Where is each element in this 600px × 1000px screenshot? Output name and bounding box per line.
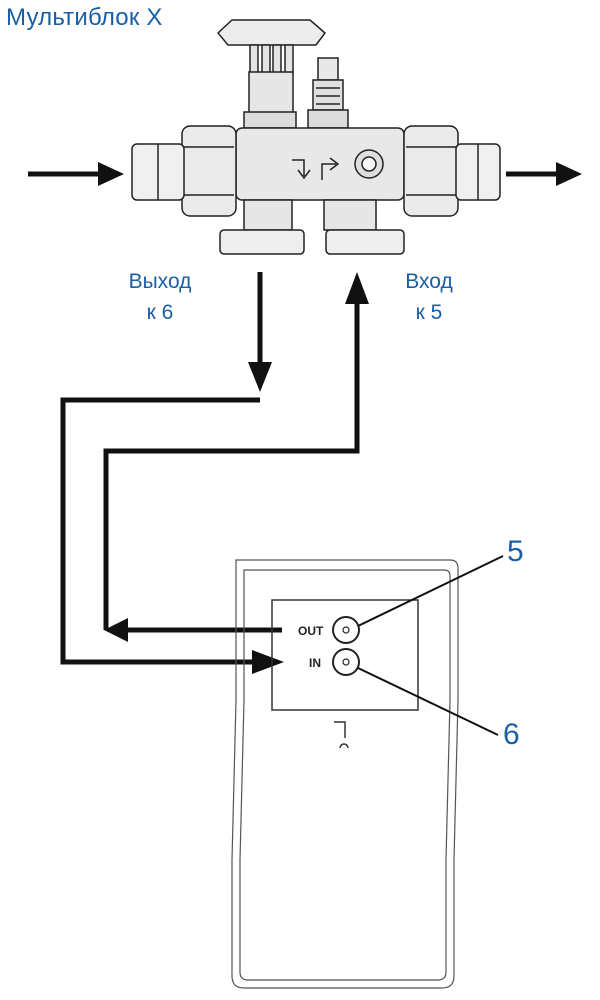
inlet-label: Вход к 5 (369, 266, 489, 328)
callout-lines (357, 555, 504, 736)
in-port (332, 648, 360, 676)
meter-device (231, 559, 459, 989)
inlet-label-line2: к 5 (415, 301, 443, 324)
inflow-arrow-head (98, 162, 124, 186)
outlet-down-arrow-head (248, 362, 272, 392)
out-port (332, 616, 360, 644)
in-arrow-head (252, 650, 284, 674)
in-port-label: IN (309, 656, 321, 670)
out-arrow-head (104, 618, 128, 642)
callout-number-5: 5 (507, 535, 524, 568)
outlet-label: Выход к 6 (100, 266, 220, 328)
inlet-up-arrow-head (345, 272, 369, 304)
flow-lines (28, 162, 582, 674)
callout-line-6 (357, 667, 499, 736)
callout-number-6: 6 (503, 718, 520, 751)
inlet-label-line1: Вход (405, 270, 453, 293)
port-panel (271, 599, 419, 711)
multiblock-valve (131, 19, 501, 255)
outlet-label-line2: к 6 (146, 301, 174, 324)
out-port-label: OUT (298, 624, 324, 638)
diagram-title: Мультиблок X (6, 4, 163, 31)
outlet-label-line1: Выход (128, 270, 192, 293)
callout-line-5 (357, 555, 504, 627)
outflow-arrow-head (556, 162, 582, 186)
return-line (103, 300, 360, 630)
outlet-to-in-line (60, 397, 260, 665)
